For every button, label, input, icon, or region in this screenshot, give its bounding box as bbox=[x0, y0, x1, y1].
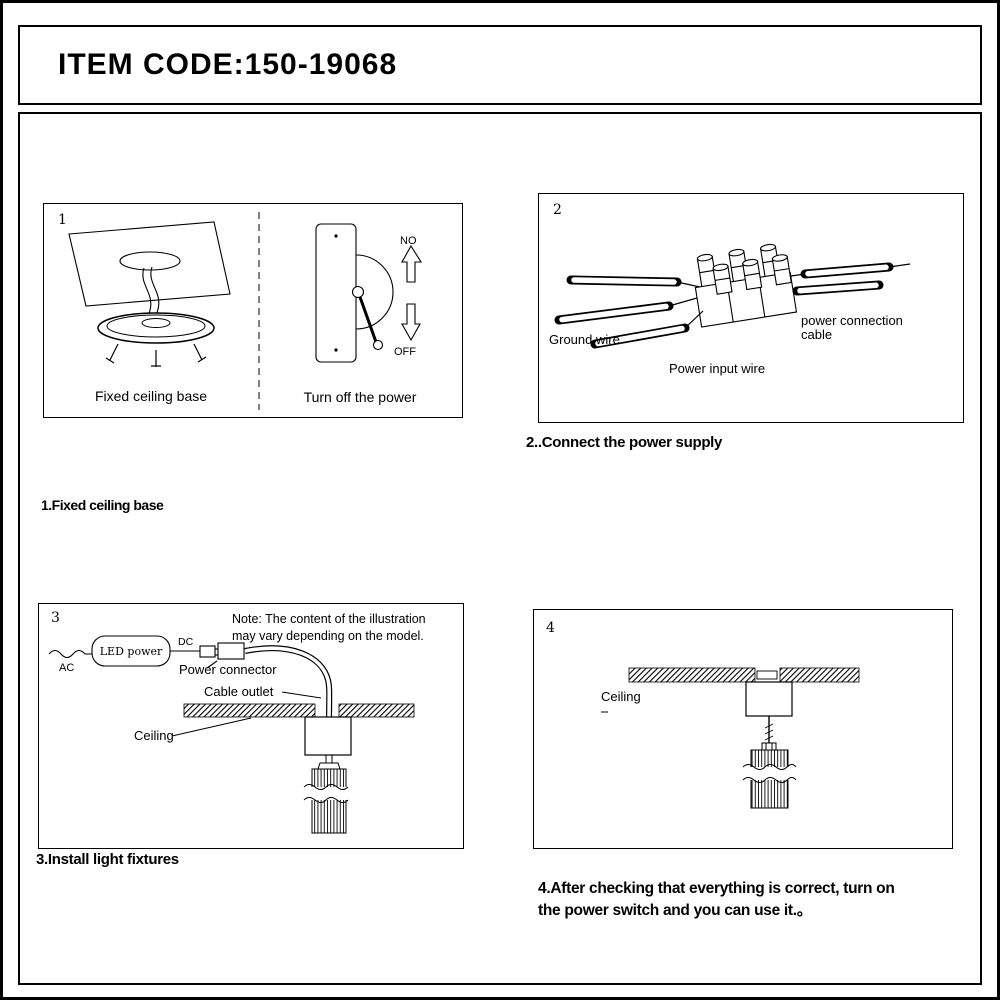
ceiling-base-ring bbox=[97, 312, 215, 344]
ceiling-bar-left bbox=[183, 703, 316, 718]
connector-female bbox=[217, 642, 245, 660]
led-power-label: LED power bbox=[100, 645, 163, 658]
step3-diagram: Note: The content of the illustration ma… bbox=[48, 612, 426, 834]
step3-panel: Note: The content of the illustration ma… bbox=[38, 603, 464, 849]
power-switch-drawing bbox=[315, 223, 394, 363]
ceiling-leader bbox=[171, 717, 252, 737]
ceiling-bar-right bbox=[338, 703, 415, 718]
ceiling-bar-right bbox=[779, 667, 860, 683]
step1-title: 1.Fixed ceiling base bbox=[41, 497, 164, 513]
base-screws bbox=[105, 343, 207, 367]
ac-label: AC bbox=[59, 662, 74, 674]
switch-lever bbox=[358, 295, 378, 344]
arrow-up-icon bbox=[401, 244, 422, 283]
step4-title: 4.After checking that everything is corr… bbox=[538, 878, 983, 922]
switch-no-label: NO bbox=[400, 235, 417, 247]
switch-off-label: OFF bbox=[394, 346, 416, 358]
output-wires bbox=[790, 262, 911, 296]
power-connection-label-line1: power connection bbox=[801, 313, 903, 328]
step4-panel: Ceiling 4 bbox=[533, 609, 953, 849]
screw-hole-top bbox=[334, 234, 338, 238]
power-input-wire-label: Power input wire bbox=[669, 361, 765, 376]
step3-title: 3.Install light fixtures bbox=[36, 851, 179, 868]
ceiling-bar-left bbox=[628, 667, 756, 683]
ceiling-label: Ceiling bbox=[601, 689, 641, 704]
step2-number: 2 bbox=[553, 202, 562, 218]
ground-wire-label: Ground wire bbox=[549, 332, 620, 347]
connector-male bbox=[199, 645, 216, 658]
note-line1: Note: The content of the illustration bbox=[232, 612, 426, 626]
screw-hole-bottom bbox=[334, 348, 338, 352]
step2-title: 2..Connect the power supply bbox=[526, 434, 723, 451]
mounting-plate bbox=[756, 670, 778, 680]
step1-caption-right: Turn off the power bbox=[303, 389, 417, 405]
step1-number: 1 bbox=[58, 212, 67, 228]
step4-title-line2: the power switch and you can use it.。 bbox=[538, 902, 812, 919]
ac-cord bbox=[48, 649, 92, 659]
step1-caption-left: Fixed ceiling base bbox=[94, 388, 208, 404]
ceiling-plate-drawing bbox=[68, 221, 231, 317]
step2-panel: Ground wire power connection cable Power… bbox=[538, 193, 964, 423]
led-driver-drawing bbox=[48, 635, 245, 669]
step4-number: 4 bbox=[546, 620, 555, 636]
step2-diagram: Ground wire power connection cable Power… bbox=[549, 243, 911, 376]
input-wires bbox=[554, 275, 704, 349]
ceiling-label: Ceiling bbox=[134, 728, 174, 743]
item-code-title: ITEM CODE:150-19068 bbox=[58, 48, 398, 81]
power-connector-leader bbox=[206, 660, 218, 669]
terminal-block bbox=[694, 243, 798, 328]
note-line2: may vary depending on the model. bbox=[232, 629, 424, 643]
pendant-lamp bbox=[303, 755, 352, 834]
step4-title-line1: 4.After checking that everything is corr… bbox=[538, 880, 895, 897]
step3-number: 3 bbox=[51, 610, 60, 626]
pendant-lamp bbox=[742, 742, 797, 809]
arrow-down-icon bbox=[401, 303, 421, 342]
step1-diagram: NO OFF bbox=[68, 212, 422, 410]
cable-outlet-leader bbox=[281, 691, 322, 699]
header-box: ITEM CODE:150-19068 bbox=[18, 25, 982, 105]
step1-panel: NO OFF 1 Fixed ceiling base Turn off the… bbox=[43, 203, 463, 418]
canopy bbox=[745, 681, 793, 717]
cable-outlet-label: Cable outlet bbox=[204, 684, 274, 699]
dc-label: DC bbox=[178, 636, 194, 648]
terminal-screws-front-row bbox=[712, 254, 792, 295]
power-connection-label-line2: cable bbox=[801, 327, 832, 342]
suspension-cable bbox=[764, 716, 774, 743]
canopy bbox=[304, 716, 352, 756]
power-connector-label: Power connector bbox=[179, 662, 277, 677]
step4-diagram: Ceiling bbox=[601, 667, 860, 809]
